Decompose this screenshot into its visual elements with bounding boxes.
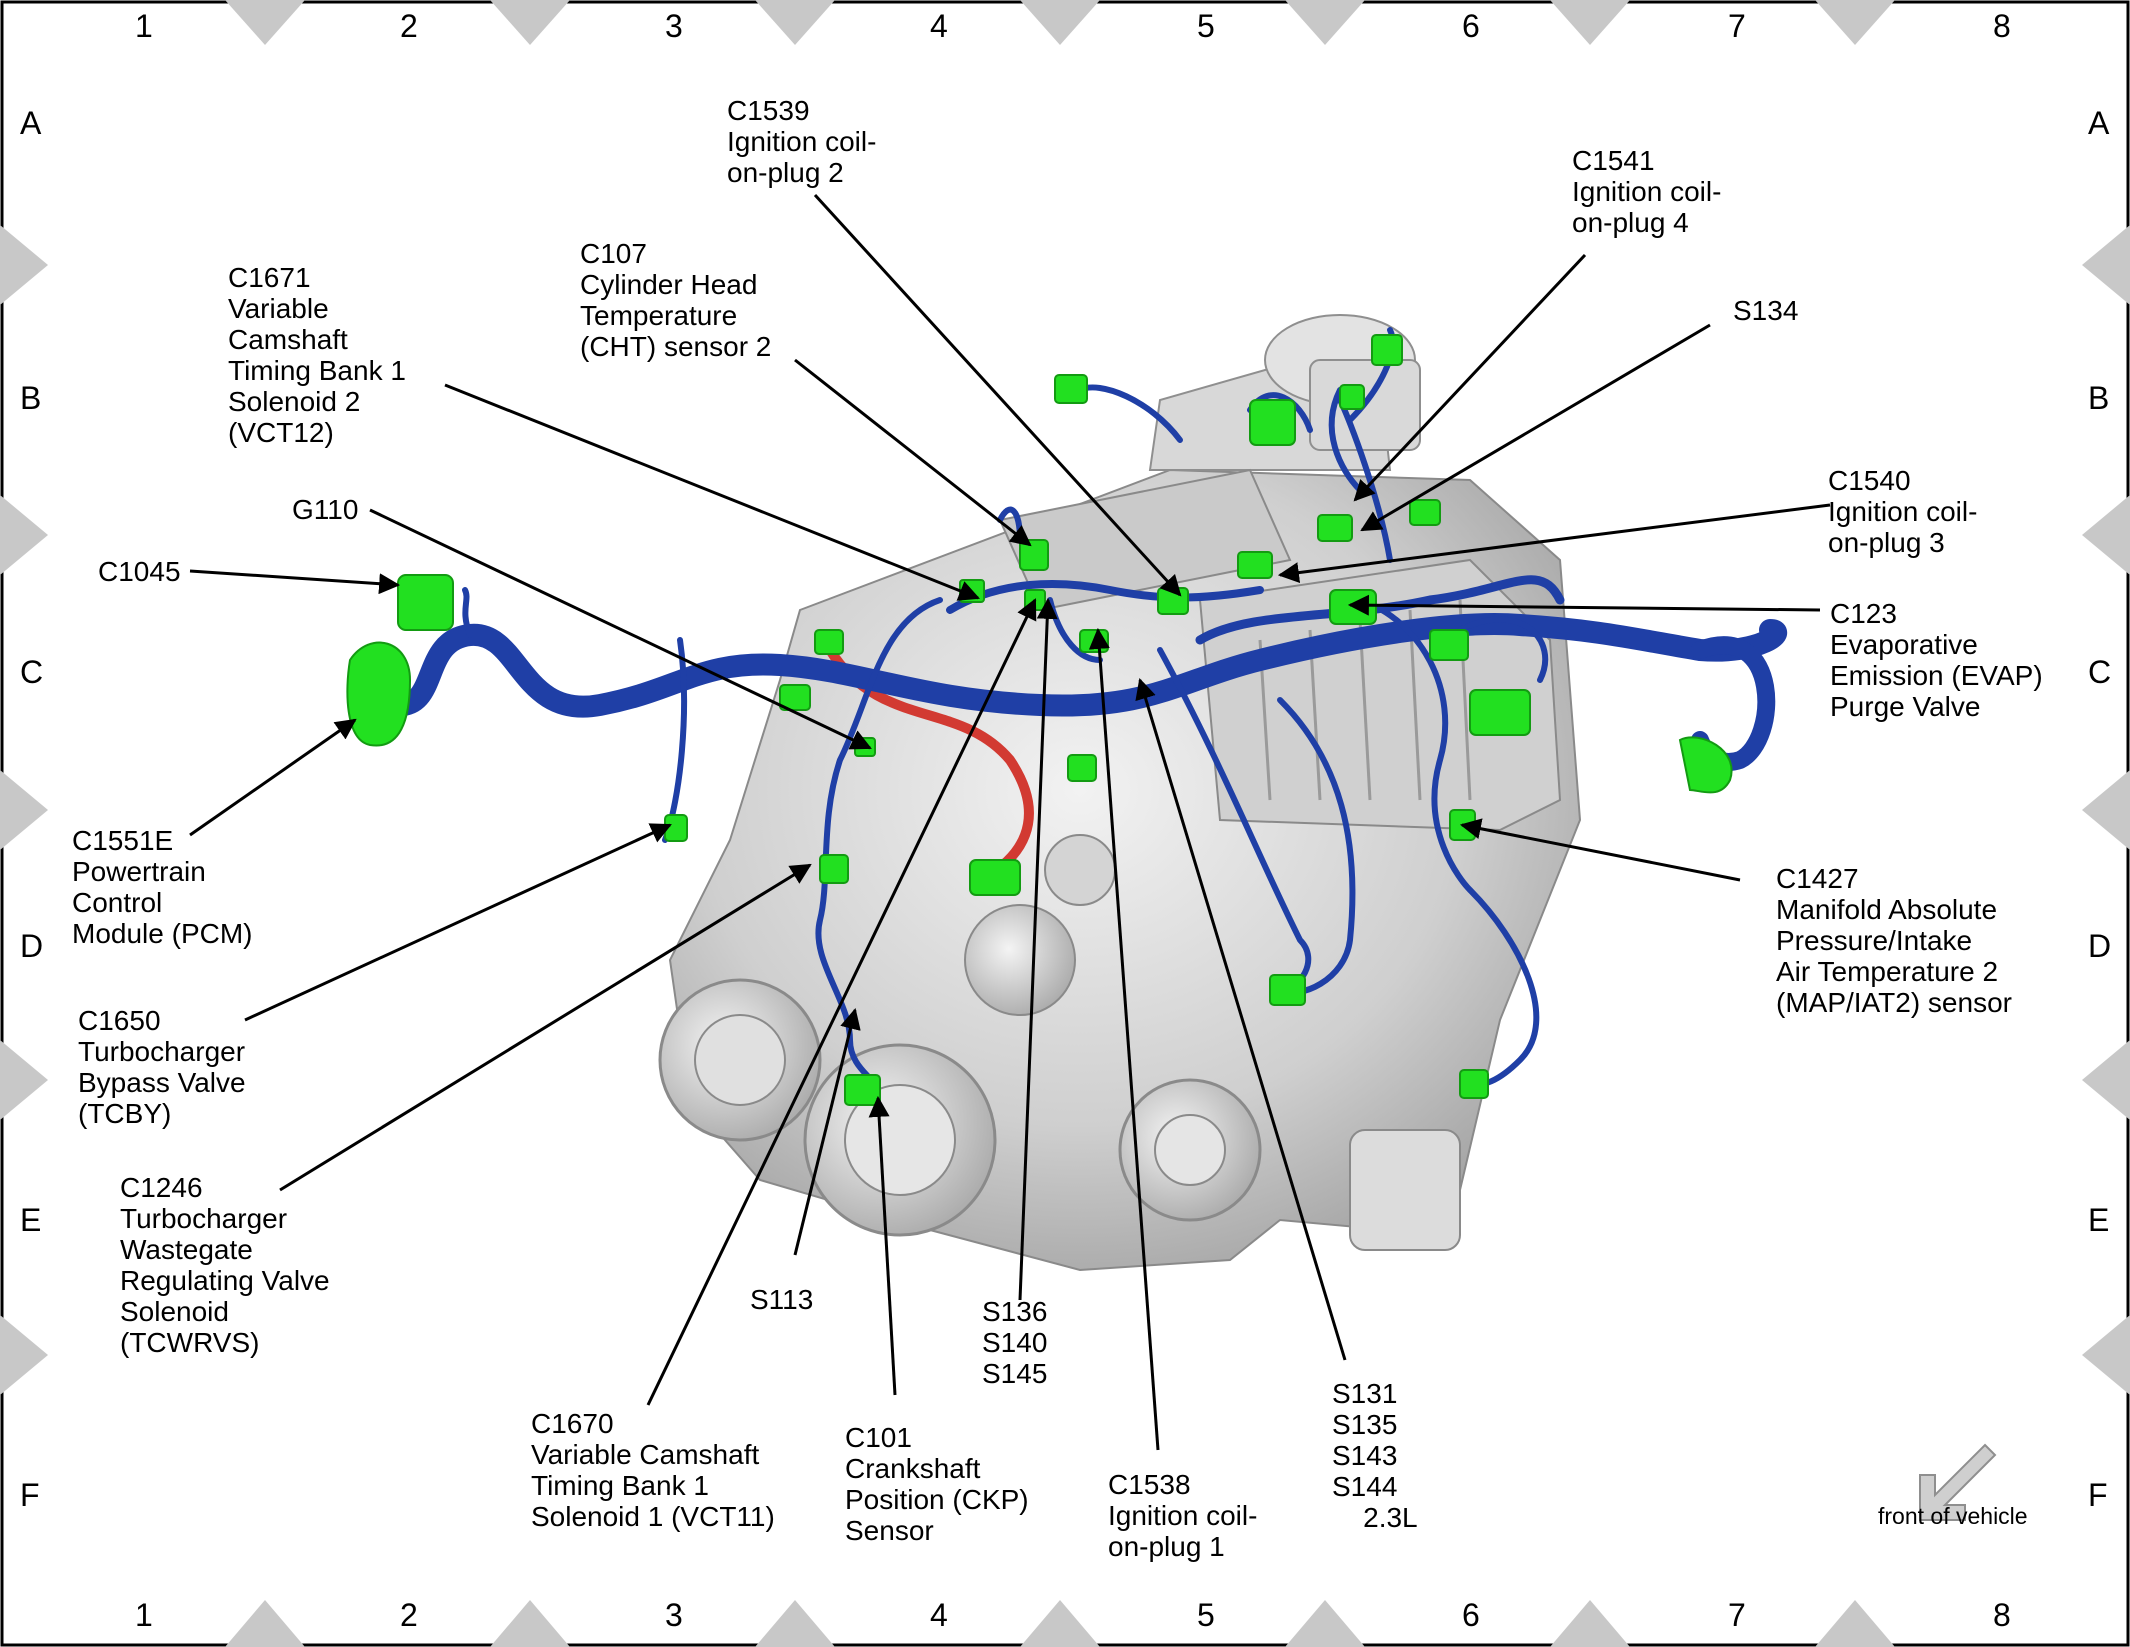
grid-row-f-right: F [2088, 1477, 2108, 1513]
grid-col-8-bottom: 8 [1993, 1597, 2011, 1633]
arrow-down-left-icon [1919, 1443, 1997, 1521]
label-c1045: C1045 [98, 556, 181, 587]
grid-row-b-right: B [2088, 380, 2110, 416]
grid-col-5-bottom: 5 [1197, 1597, 1215, 1633]
grid-row-f-left: F [20, 1477, 40, 1513]
label-c1427: C1427 Manifold Absolute Pressure/Intake … [1776, 863, 2012, 1018]
label-c101: C101 Crankshaft Position (CKP) Sensor [845, 1422, 1029, 1546]
grid-row-a-left: A [20, 105, 42, 141]
grid-row-d-right: D [2088, 928, 2112, 964]
engine-illustration [658, 314, 1582, 1272]
label-s136-s140-s145: S136 S140 S145 [982, 1296, 1048, 1389]
label-c1246: C1246 Turbocharger Wastegate Regulating … [120, 1172, 330, 1358]
label-c1670: C1670 Variable Camshaft Timing Bank 1 So… [531, 1408, 775, 1532]
grid-row-a-right: A [2088, 105, 2110, 141]
label-s113: S113 [750, 1284, 814, 1315]
grid-col-6-top: 6 [1462, 8, 1480, 44]
label-c1539: C1539 Ignition coil- on-plug 2 [727, 95, 877, 188]
label-c123: C123 Evaporative Emission (EVAP) Purge V… [1830, 598, 2043, 722]
red-wire [825, 647, 1034, 885]
grid-col-2-top: 2 [400, 8, 418, 44]
label-c1671: C1671 Variable Camshaft Timing Bank 1 So… [228, 262, 406, 448]
label-s131-s135-s143-s144: S131 S135 S143 S144 2.3L [1332, 1378, 1418, 1533]
grid-col-4-top: 4 [930, 8, 948, 44]
grid-row-b-left: B [20, 380, 42, 416]
label-c1541: C1541 Ignition coil- on-plug 4 [1572, 145, 1722, 238]
grid-col-3-bottom: 3 [665, 1597, 683, 1633]
grid-col-3-top: 3 [665, 8, 683, 44]
label-c1538: C1538 Ignition coil- on-plug 1 [1108, 1469, 1258, 1562]
grid-col-1-bottom: 1 [135, 1597, 153, 1633]
grid-row-c-right: C [2088, 654, 2112, 690]
grid-row-e-left: E [20, 1202, 42, 1238]
label-c1650: C1650 Turbocharger Bypass Valve (TCBY) [78, 1005, 246, 1129]
label-c1551e: C1551E Powertrain Control Module (PCM) [72, 825, 253, 949]
label-g110: G110 [292, 494, 359, 525]
front-of-vehicle-label: front of vehicle [1878, 1503, 2028, 1529]
grid-row-d-left: D [20, 928, 44, 964]
grid-col-7-bottom: 7 [1728, 1597, 1746, 1633]
grid-col-2-bottom: 2 [400, 1597, 418, 1633]
grid-col-5-top: 5 [1197, 8, 1215, 44]
label-s134: S134 [1733, 295, 1799, 326]
grid-col-6-bottom: 6 [1462, 1597, 1480, 1633]
grid-row-c-left: C [20, 654, 44, 690]
grid-col-4-bottom: 4 [930, 1597, 948, 1633]
grid-col-8-top: 8 [1993, 8, 2011, 44]
label-c1540: C1540 Ignition coil- on-plug 3 [1828, 465, 1978, 558]
label-c107: C107 Cylinder Head Temperature (CHT) sen… [580, 238, 772, 362]
grid-col-1-top: 1 [135, 8, 153, 44]
leader-lines [189, 193, 1831, 1451]
grid-row-e-right: E [2088, 1202, 2110, 1238]
grid-col-7-top: 7 [1728, 8, 1746, 44]
